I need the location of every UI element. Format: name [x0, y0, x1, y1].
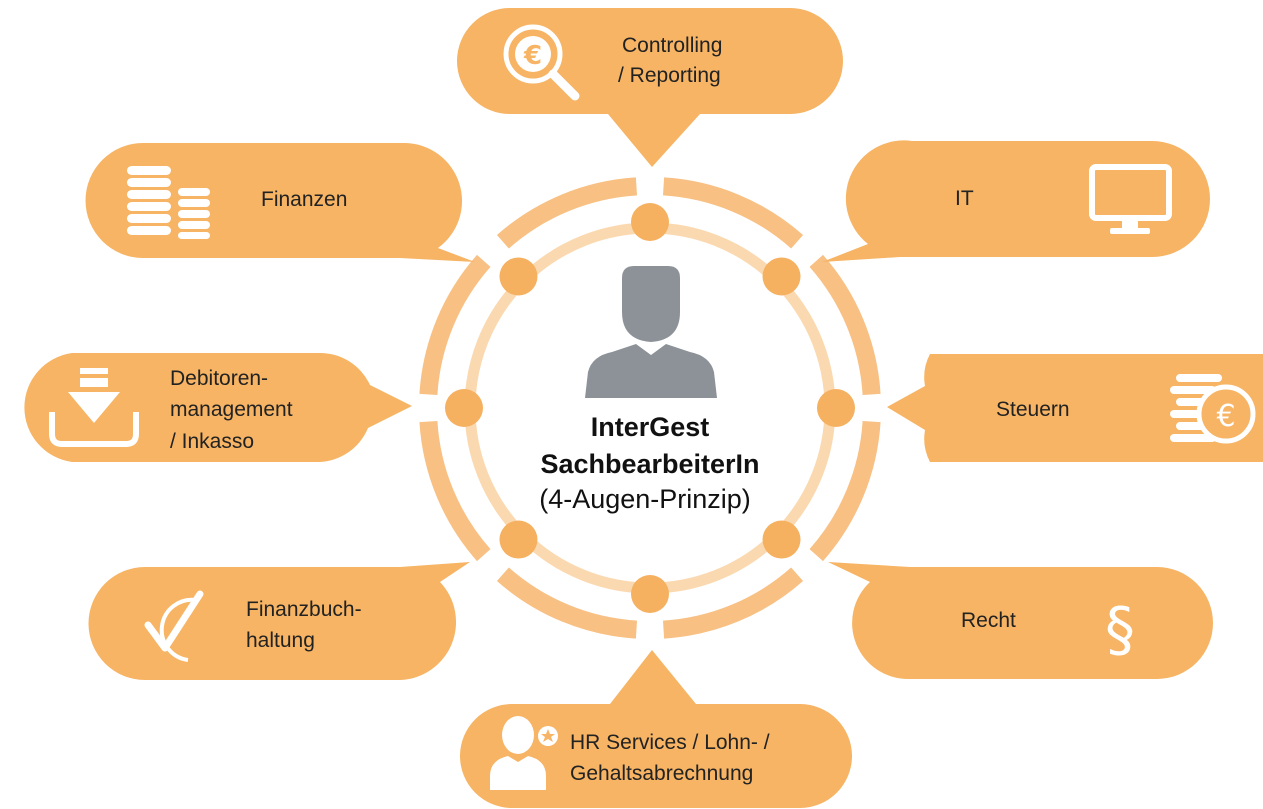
center-note: (4-Augen-Prinzip) — [539, 484, 751, 514]
outer-ring-segment — [662, 567, 804, 639]
ring-node — [631, 203, 669, 241]
ring-node — [762, 257, 801, 296]
bubble-finanzbuchhaltung: Finanzbuch- haltung — [88, 562, 470, 680]
bubble-finanzen: Finanzen — [85, 143, 475, 262]
ring-node — [499, 257, 538, 296]
center-title: InterGest — [591, 412, 710, 442]
debitoren-line3: / Inkasso — [170, 430, 254, 453]
outer-ring-segment — [496, 177, 638, 249]
ring-node — [817, 389, 855, 427]
checkmark-icon — [144, 590, 204, 662]
hr-line2: Gehaltsabrechnung — [570, 762, 753, 785]
download-tray-icon — [49, 368, 139, 447]
ring-node — [762, 520, 801, 559]
bubble-hr: HR Services / Lohn- / Gehaltsabrechnung — [460, 650, 852, 808]
outer-ring-segment — [496, 567, 638, 639]
paragraph-icon: § — [1105, 595, 1135, 665]
finanzbuchhaltung-line1: Finanzbuch- — [246, 598, 362, 621]
bubble-debitoren: Debitoren- management / Inkasso — [24, 352, 413, 462]
bubble-recht: § Recht — [828, 562, 1213, 680]
controlling-line1: Controlling — [622, 34, 722, 57]
ring-node — [445, 389, 483, 427]
bubble-controlling: € Controlling / Reporting — [457, 8, 843, 167]
euro-magnifier-icon: € — [503, 24, 580, 101]
svg-text:€: € — [1216, 399, 1235, 434]
euro-coins-icon: € — [1170, 374, 1256, 444]
ring-node — [499, 520, 538, 559]
controlling-line2: / Reporting — [618, 64, 721, 87]
finanzbuchhaltung-line2: haltung — [246, 629, 315, 652]
steuern-label: Steuern — [996, 398, 1070, 421]
outer-ring-segment — [662, 177, 804, 249]
ring-node — [631, 575, 669, 613]
debitoren-line1: Debitoren- — [170, 367, 268, 390]
hr-line1: HR Services / Lohn- / — [570, 731, 770, 754]
outer-segmented-ring — [419, 177, 881, 639]
person-star-icon — [490, 716, 558, 790]
debitoren-line2: management — [170, 398, 293, 421]
center-subtitle: SachbearbeiterIn — [540, 449, 759, 479]
outer-ring-segment — [809, 254, 881, 396]
bubble-steuern: € Steuern — [887, 354, 1263, 462]
monitor-icon — [1089, 164, 1172, 234]
outer-ring-segment — [419, 254, 491, 396]
person-icon — [585, 266, 717, 398]
it-label: IT — [955, 187, 974, 210]
outer-ring-segment — [809, 420, 881, 562]
recht-label: Recht — [961, 609, 1016, 632]
coin-stacks-icon — [127, 166, 210, 239]
bubble-it: IT — [822, 140, 1210, 262]
finanzen-label: Finanzen — [261, 188, 347, 211]
outer-ring-segment — [419, 420, 491, 562]
svg-text:€: € — [523, 41, 542, 71]
ring-nodes — [445, 203, 855, 613]
